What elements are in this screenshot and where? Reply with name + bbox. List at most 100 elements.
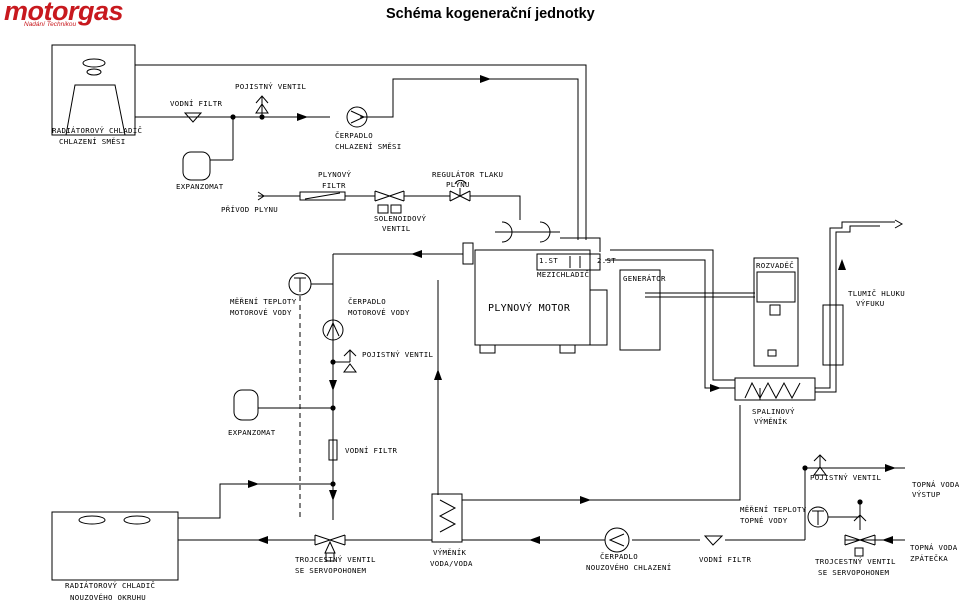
- pipe-bottom-loop: [178, 483, 333, 519]
- pipe-exhaust-up: [815, 221, 880, 393]
- pump-mix-top: [346, 106, 368, 128]
- safety-valve-top: [255, 95, 269, 117]
- water-filter-mid: [328, 439, 338, 461]
- label-emergency-pump-1: ČERPADLO: [600, 552, 638, 561]
- flow-arrow-3: [411, 250, 422, 258]
- label-silencer-1: TLUMIČ HLUKU: [848, 289, 905, 298]
- radiator-bottom: [51, 511, 179, 581]
- safety-valve-right: [805, 454, 827, 476]
- label-heating-return-1: TOPNÁ VODA: [910, 543, 958, 552]
- label-water-filter-mid: VODNÍ FILTR: [345, 446, 397, 455]
- label-pressure-reg-2: PLYNU: [446, 180, 470, 189]
- label-heating-out-1: TOPNÁ VODA: [912, 480, 960, 489]
- logo-tagline: Nadání Technikou: [24, 21, 77, 28]
- flow-arrow-9: [580, 496, 591, 504]
- switchboard: [753, 257, 799, 367]
- label-silencer-2: VÝFUKU: [856, 299, 885, 308]
- label-radiator-top-1: RADIÁTOROVÝ CHLADIČ: [52, 126, 142, 135]
- pump-engine: [322, 319, 344, 341]
- gas-filter: [299, 191, 346, 201]
- pipe-intercooler: [560, 237, 601, 252]
- pipe-engine-loop: [332, 253, 463, 520]
- fan-top-2: [86, 68, 102, 76]
- gas-engine: [462, 242, 591, 346]
- label-pump-mix-1: ČERPADLO: [335, 131, 373, 140]
- flow-arrow-8: [529, 536, 540, 544]
- label-gas-filter-2: FILTR: [322, 181, 346, 190]
- three-way-valve-left: [314, 534, 346, 554]
- label-generator: GENERÁTOR: [623, 274, 666, 283]
- expansion-vessel-mid: [233, 389, 259, 421]
- label-pump-mix-2: CHLAZENÍ SMĚSI: [335, 142, 402, 151]
- label-heating-temp-1: MĚŘENÍ TEPLOTY: [740, 505, 807, 514]
- label-water-filter-top: VODNÍ FILTR: [170, 99, 222, 108]
- label-three-way-left-1: TROJCESTNÝ VENTIL: [295, 555, 376, 564]
- turbo: [495, 221, 560, 243]
- exhaust-outlet: [880, 219, 904, 229]
- label-expansion-top: EXPANZOMAT: [176, 182, 224, 191]
- label-safety-valve-mid: POJISTNÝ VENTIL: [362, 350, 433, 359]
- junction-4: [330, 405, 336, 411]
- label-switchboard: ROZVADĚČ: [756, 261, 794, 270]
- cable-gen-switchboard: [645, 292, 755, 298]
- label-water-filter-bottom: VODNÍ FILTR: [699, 555, 751, 564]
- flow-arrow-4: [329, 380, 337, 391]
- gas-inlet-arrow: [257, 191, 265, 201]
- label-three-way-left-2: SE SERVOPOHONEM: [295, 566, 366, 575]
- label-pressure-reg-1: REGULÁTOR TLAKU: [432, 170, 503, 179]
- flow-arrow-5: [329, 490, 337, 501]
- water-water-hx: [431, 493, 463, 543]
- label-safety-valve-right: POJISTNÝ VENTIL: [810, 473, 881, 482]
- label-hx-water-2: VODA/VODA: [430, 559, 473, 568]
- label-solenoid-1: SOLENOIDOVÝ: [374, 214, 426, 223]
- pump-emergency: [604, 527, 630, 553]
- logo-wordmark: motorgas: [4, 0, 124, 26]
- junction-6: [802, 465, 808, 471]
- pipe-top-return: [135, 64, 587, 240]
- water-filter-bottom: [703, 535, 724, 546]
- flow-arrow-6: [248, 480, 259, 488]
- flow-arrow-7: [257, 536, 268, 544]
- radiator-top: [51, 44, 136, 136]
- junction-1: [230, 114, 236, 120]
- label-three-way-right-1: TROJCESTNÝ VENTIL: [815, 557, 896, 566]
- label-expansion-mid: EXPANZOMAT: [228, 428, 276, 437]
- label-engine-temp-2: MOTOROVÉ VODY: [230, 308, 292, 317]
- pressure-regulator: [449, 179, 471, 202]
- label-gas-inlet: PŘÍVOD PLYNU: [221, 205, 278, 214]
- label-engine-pump-1: ČERPADLO: [348, 297, 386, 306]
- label-intercooler: MEZICHLADIČ: [537, 270, 589, 279]
- fan-top-1: [82, 58, 106, 68]
- label-hx-water-1: VÝMĚNÍK: [433, 548, 466, 557]
- flow-arrow-2: [480, 75, 491, 83]
- label-radiator-bottom-1: RADIÁTOROVÝ CHLADIČ: [65, 581, 155, 590]
- label-engine-temp-1: MĚŘENÍ TEPLOTY: [230, 297, 297, 306]
- flow-arrow-13: [710, 384, 721, 392]
- silencer: [822, 304, 844, 366]
- safety-valve-mid: [333, 349, 357, 373]
- expansion-vessel-top: [182, 151, 211, 181]
- label-exhaust-hx-2: VÝMĚNÍK: [754, 417, 787, 426]
- pipe-gas: [258, 195, 521, 220]
- label-emergency-pump-2: NOUZOVÉHO CHLAZENÍ: [586, 563, 672, 572]
- fan-bottom-2: [123, 515, 151, 525]
- label-radiator-top-2: CHLAZENÍ SMĚSI: [59, 137, 126, 146]
- flow-arrow-11: [885, 464, 896, 472]
- label-gas-engine: PLYNOVÝ MOTOR: [488, 301, 571, 314]
- page-title: Schéma kogenerační jednotky: [386, 6, 595, 22]
- generator: [619, 269, 661, 351]
- label-gas-filter-1: PLYNOVÝ: [318, 170, 351, 179]
- label-radiator-bottom-2: NOUZOVÉHO OKRUHU: [70, 593, 146, 602]
- label-stage2: 2.ST: [597, 256, 616, 265]
- label-heating-out-2: VÝSTUP: [912, 490, 941, 499]
- intercooler-box: [536, 253, 601, 271]
- label-safety-valve-top: POJISTNÝ VENTIL: [235, 82, 306, 91]
- label-three-way-right-2: SE SERVOPOHONEM: [818, 568, 889, 577]
- company-logo: motorgas Nadání Technikou: [4, 0, 134, 32]
- three-way-valve-right: [844, 534, 876, 546]
- label-stage1: 1.ST: [539, 256, 558, 265]
- junction-5: [330, 481, 336, 487]
- flow-arrow-10: [434, 369, 442, 380]
- flow-arrow-12: [882, 536, 893, 544]
